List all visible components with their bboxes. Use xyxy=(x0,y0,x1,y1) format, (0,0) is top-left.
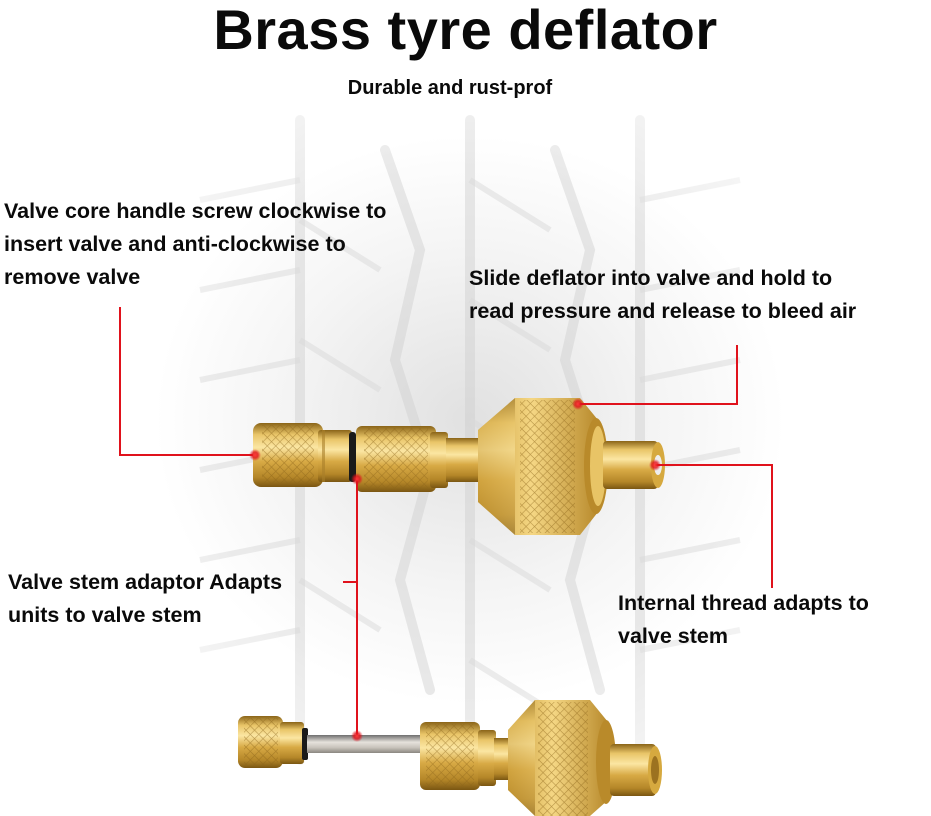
callout-valve-core-handle: Valve core handle screw clockwise to ins… xyxy=(4,195,386,294)
callout-line: units to valve stem xyxy=(8,603,202,627)
callout-line: Valve core handle screw clockwise to xyxy=(4,199,387,223)
callout-valve-stem-adaptor: Valve stem adaptor Adapts units to valve… xyxy=(8,566,282,632)
leader-line-valve-core xyxy=(119,307,253,456)
callout-line: insert valve and anti-clockwise to xyxy=(4,232,346,256)
leader-line-internal-thread xyxy=(655,464,773,588)
assembled-deflator xyxy=(253,398,665,535)
page-title: Brass tyre deflator xyxy=(213,0,718,61)
callout-internal-thread: Internal thread adapts to valve stem xyxy=(618,587,869,653)
callout-line: remove valve xyxy=(4,265,141,289)
leader-lines xyxy=(119,307,773,736)
callout-line: Valve stem adaptor Adapts xyxy=(8,570,283,594)
callout-line: Internal thread adapts to xyxy=(618,591,869,615)
callout-line: valve stem xyxy=(618,624,728,648)
callout-line: read pressure and release to bleed air xyxy=(469,299,857,323)
leader-dots xyxy=(249,398,661,742)
page-subtitle: Durable and rust-prof xyxy=(347,77,553,99)
callout-line: Slide deflator into valve and hold to xyxy=(469,266,833,290)
callout-slide-deflator: Slide deflator into valve and hold to re… xyxy=(469,262,856,328)
deflator-with-extension-stem xyxy=(238,700,662,816)
leader-line-slide-deflator xyxy=(578,345,738,405)
